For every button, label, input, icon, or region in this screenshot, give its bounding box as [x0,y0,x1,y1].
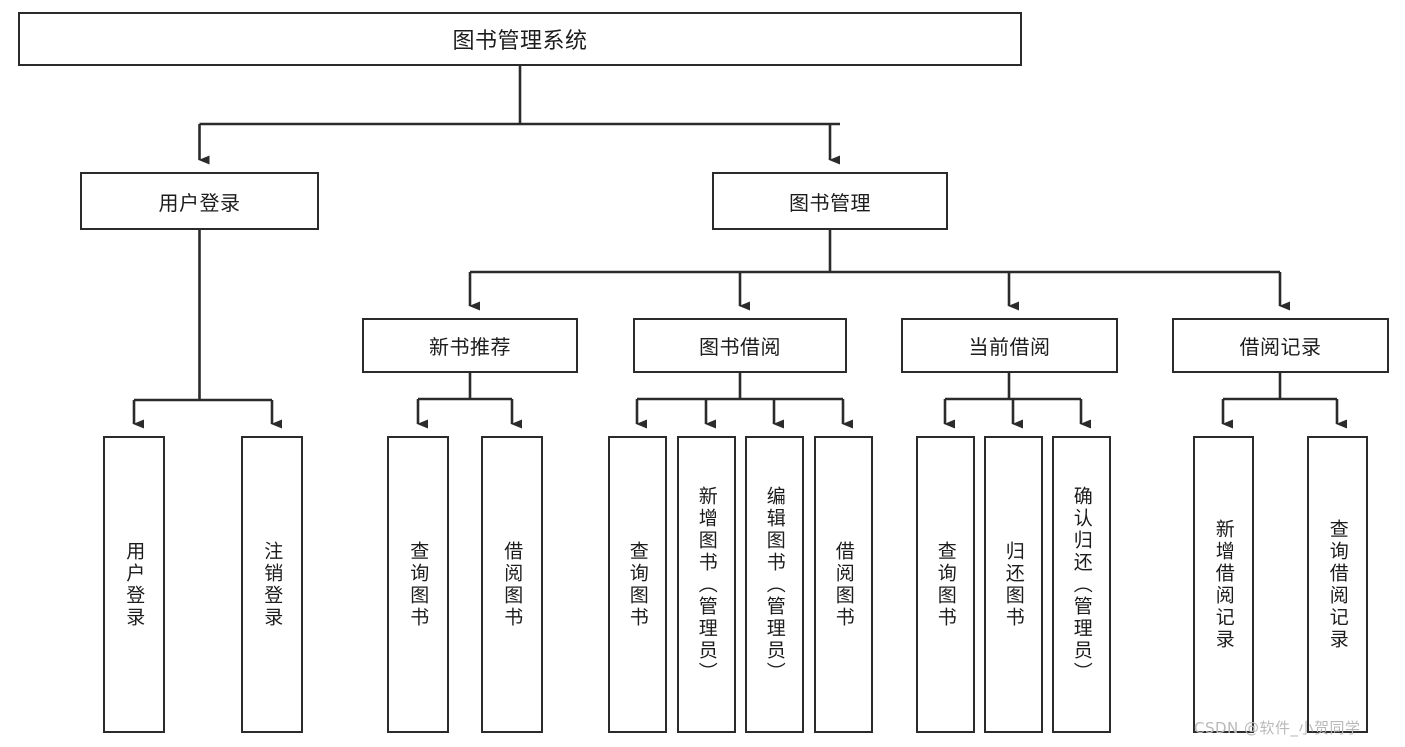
node-new-book-recommend[interactable]: 新书推荐 [362,318,578,373]
node-leaf-borrow-book[interactable]: 借阅图书 [814,436,873,733]
node-book-manage[interactable]: 图书管理 [712,172,948,230]
node-leaf-add-record[interactable]: 新增借阅记录 [1193,436,1254,733]
node-leaf-query-book-cur[interactable]: 查询图书 [916,436,975,733]
node-leaf-query-book-borrow[interactable]: 查询图书 [608,436,667,733]
node-leaf-confirm-return[interactable]: 确认归还（管理员） [1052,436,1111,733]
node-leaf-query-book-rec[interactable]: 查询图书 [387,436,449,733]
node-leaf-edit-book[interactable]: 编辑图书（管理员） [745,436,804,733]
node-current-borrow[interactable]: 当前借阅 [901,318,1118,373]
node-borrow-record[interactable]: 借阅记录 [1172,318,1389,373]
csdn-watermark: CSDN @软件_小贺同学 [1194,719,1361,737]
node-leaf-user-logout[interactable]: 注销登录 [241,436,303,733]
node-leaf-query-record[interactable]: 查询借阅记录 [1307,436,1368,733]
node-user-login[interactable]: 用户登录 [80,172,319,230]
node-leaf-user-login[interactable]: 用户登录 [103,436,165,733]
node-book-borrow[interactable]: 图书借阅 [633,318,847,373]
node-leaf-borrow-book-rec[interactable]: 借阅图书 [481,436,543,733]
node-leaf-return-book[interactable]: 归还图书 [984,436,1043,733]
node-root-system[interactable]: 图书管理系统 [18,12,1022,66]
node-leaf-add-book[interactable]: 新增图书（管理员） [677,436,736,733]
